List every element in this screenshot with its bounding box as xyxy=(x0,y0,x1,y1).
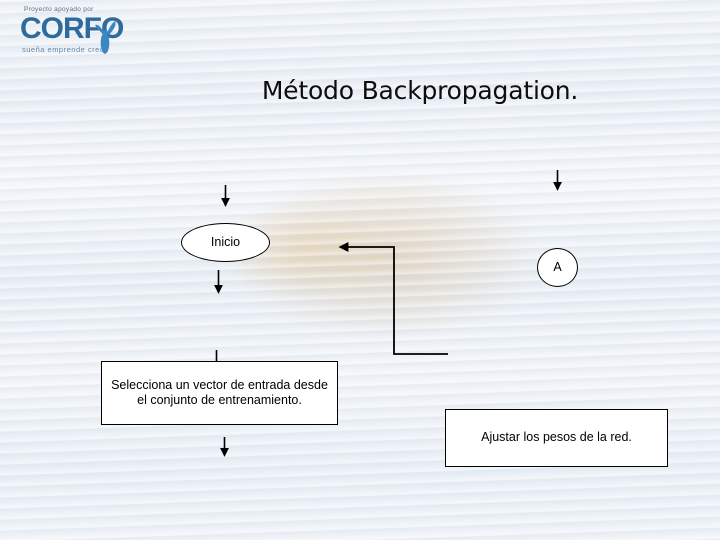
logo-tagline: Proyecto apoyado por xyxy=(24,6,94,13)
corfo-logo: Proyecto apoyado por CORFO sueña emprend… xyxy=(8,6,138,54)
logo-wordmark: CORFO xyxy=(20,12,124,45)
logo-subline: sueña emprende crece xyxy=(22,45,109,54)
flow-node-connector-a-top[interactable]: A xyxy=(537,248,578,287)
flow-node-seleccion-vector[interactable]: Selecciona un vector de entrada desde el… xyxy=(101,361,338,425)
corfo-figure-icon xyxy=(95,21,116,54)
edge-decision-no-to-seleccion xyxy=(338,242,448,355)
page-title: Método Backpropagation. xyxy=(261,76,579,105)
flow-node-inicio[interactable]: Inicio xyxy=(181,223,270,262)
flow-node-ajustar-pesos[interactable]: Ajustar los pesos de la red. xyxy=(445,409,668,467)
